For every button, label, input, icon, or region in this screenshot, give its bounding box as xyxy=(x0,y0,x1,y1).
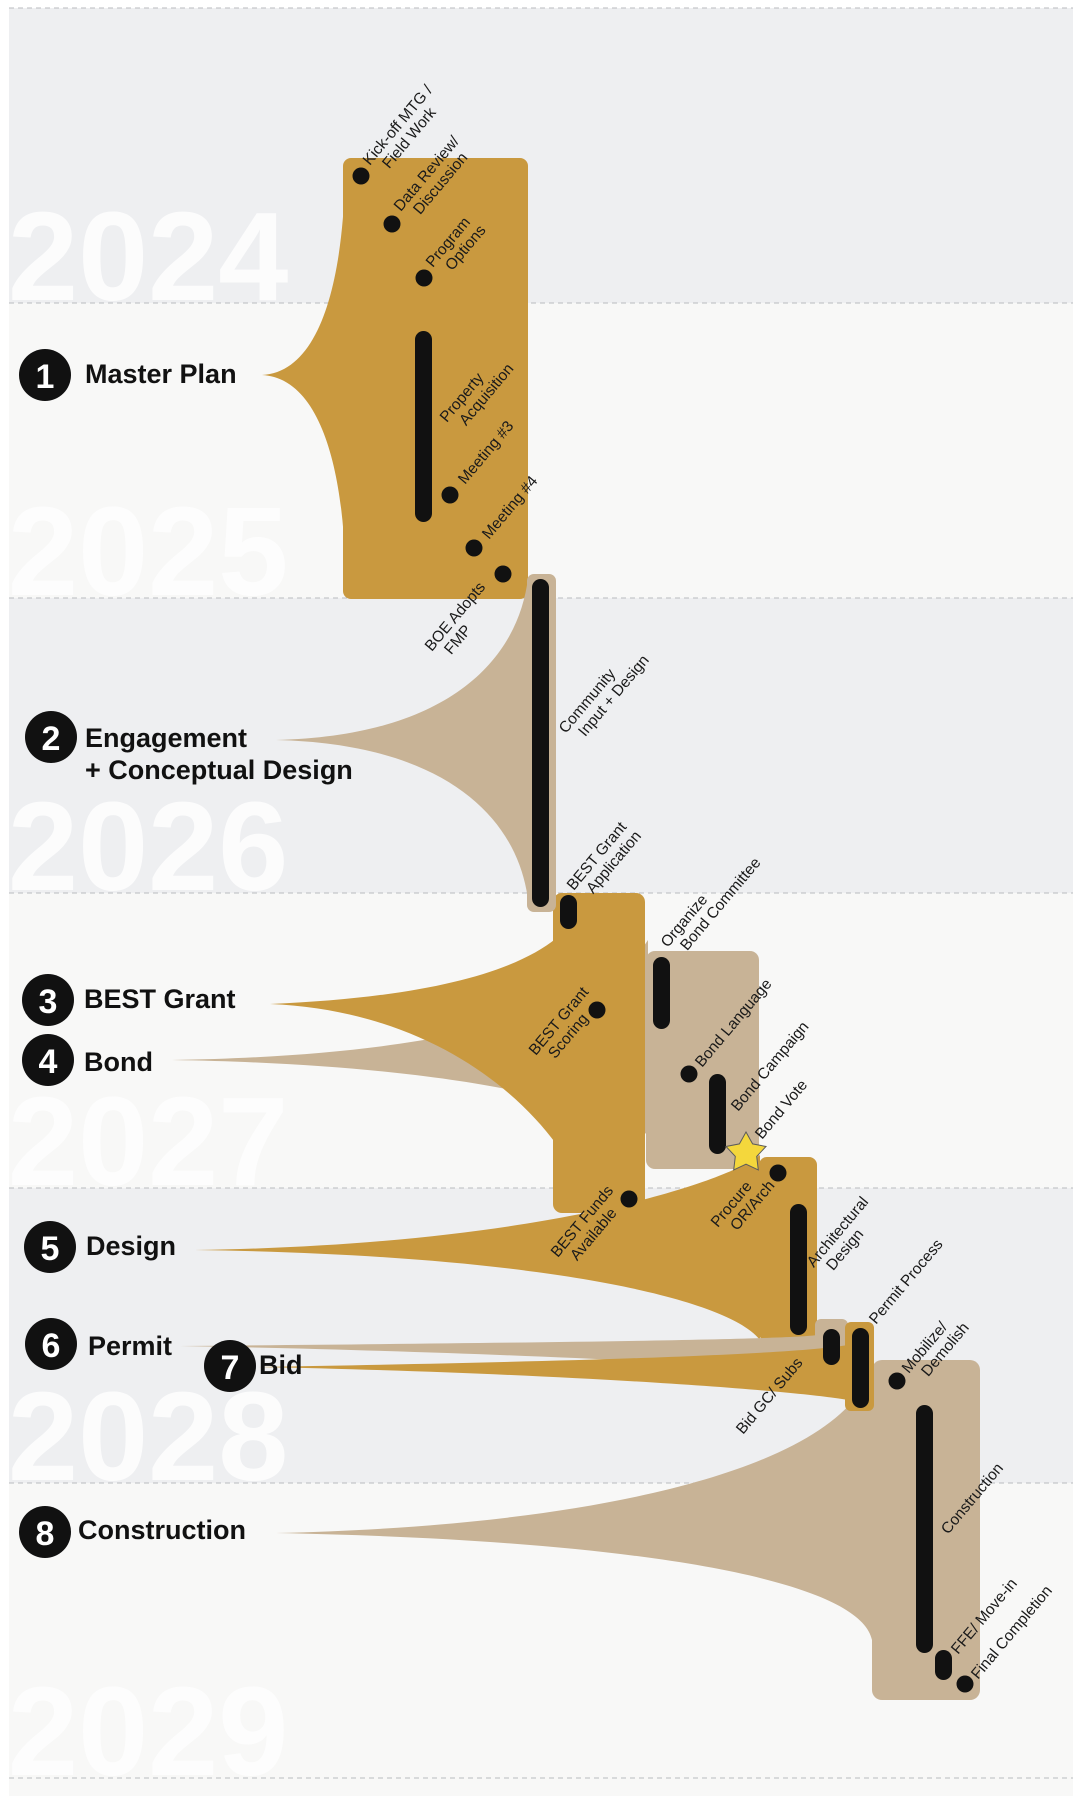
phase-7-number: 7 xyxy=(221,1349,240,1387)
bar-architectural-design xyxy=(790,1204,807,1335)
bond-vote-star-icon xyxy=(725,1130,767,1171)
phase-3-badge xyxy=(22,974,74,1026)
duration-bars xyxy=(415,331,952,1680)
phase-5-label: Design xyxy=(86,1231,176,1261)
phase-3-label: BEST Grant xyxy=(84,984,236,1014)
bar-permit-process xyxy=(852,1328,869,1408)
bar-bond-campaign xyxy=(709,1074,726,1154)
year-2025: 2025 xyxy=(8,481,288,622)
year-labels: 2024 2025 2026 2027 2028 2029 xyxy=(8,186,288,1802)
phase-4-number: 4 xyxy=(39,1043,58,1081)
bar-property-acquisition xyxy=(415,331,432,522)
phase-labels: 1 Master Plan 2 Engagement + Conceptual … xyxy=(19,349,353,1558)
phase-7-label: Bid xyxy=(259,1350,303,1380)
phase-5-badge xyxy=(24,1221,76,1273)
phase-6-badge xyxy=(25,1318,77,1370)
phase-6-label: Permit xyxy=(88,1331,172,1361)
bar-organize-bond-committee xyxy=(653,957,670,1029)
bar-construction xyxy=(916,1405,933,1653)
phase-box-master-plan xyxy=(262,158,528,599)
milestone-dots xyxy=(352,167,974,1693)
bar-best-grant-application xyxy=(560,895,577,929)
phase-1-label: Master Plan xyxy=(85,359,237,389)
year-2027: 2027 xyxy=(8,1071,288,1212)
year-2028: 2028 xyxy=(8,1366,288,1507)
phase-4-label: Bond xyxy=(84,1047,153,1077)
phase-2-label: Engagement xyxy=(85,723,247,753)
year-2026: 2026 xyxy=(8,776,288,917)
phase-8-label: Construction xyxy=(78,1515,246,1545)
bar-bid-gc-subs xyxy=(823,1329,840,1365)
phase-6-number: 6 xyxy=(42,1327,61,1365)
phase-4-badge xyxy=(22,1034,74,1086)
bar-community-input xyxy=(532,579,549,907)
phase-2-badge xyxy=(25,711,77,763)
phase-1-number: 1 xyxy=(36,358,55,396)
year-2029: 2029 xyxy=(8,1661,288,1802)
phase-1-badge xyxy=(19,349,71,401)
phase-8-badge xyxy=(19,1506,71,1558)
phase-box-best-grant xyxy=(270,893,645,1213)
phase-5-number: 5 xyxy=(41,1230,60,1268)
phase-2-label-line2: + Conceptual Design xyxy=(85,755,353,785)
year-2024: 2024 xyxy=(8,186,288,327)
phase-7-badge xyxy=(204,1340,256,1392)
phase-3-number: 3 xyxy=(39,983,58,1021)
phase-2-number: 2 xyxy=(42,720,61,758)
bar-ffe-move-in xyxy=(935,1650,952,1680)
phase-8-number: 8 xyxy=(36,1515,55,1553)
